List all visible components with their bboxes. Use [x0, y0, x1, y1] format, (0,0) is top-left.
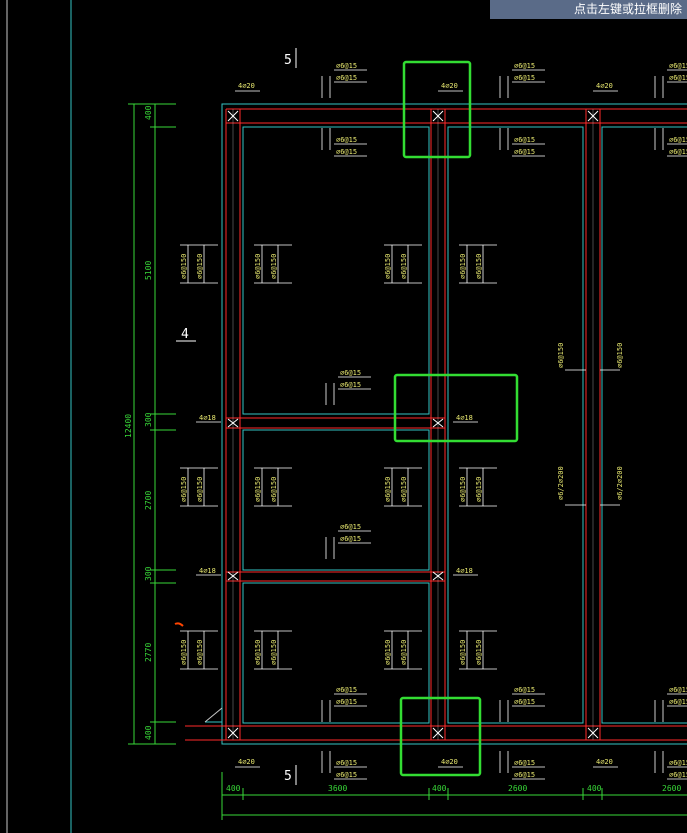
- rebar-label: ⌀6@150: [459, 640, 467, 665]
- beam-grid: [185, 108, 687, 741]
- rebar-label: ⌀6@15: [340, 523, 361, 531]
- dim-v-1: 400: [144, 105, 153, 120]
- rebar-label: ⌀6@15: [669, 136, 687, 144]
- rebar-label: 4⌀20: [596, 758, 613, 766]
- rebar-label: ⌀6@15: [336, 136, 357, 144]
- rebar-label: ⌀6@15: [340, 381, 361, 389]
- rebar-label: ⌀6@15: [514, 698, 535, 706]
- rebar-label: ⌀6@150: [254, 254, 262, 279]
- rebar-label: ⌀6@15: [669, 771, 687, 779]
- rebar-label: ⌀6@150: [475, 477, 483, 502]
- dim-h-6: 2600: [662, 784, 681, 793]
- dim-h-5: 400: [587, 784, 602, 793]
- rebar-label: ⌀6@150: [254, 477, 262, 502]
- rebar-label: ⌀6@150: [384, 640, 392, 665]
- rebar-label: ⌀6@15: [669, 74, 687, 82]
- highlight-box-top[interactable]: [402, 60, 472, 159]
- section-mark-bottom: 5: [284, 769, 292, 784]
- status-tooltip: 点击左键或拉框删除: [490, 0, 687, 19]
- rebar-label: ⌀6@150: [180, 254, 188, 279]
- rebar-label: ⌀6@150: [196, 477, 204, 502]
- rebar-label: ⌀6@150: [254, 640, 262, 665]
- rebar-label: ⌀6@15: [336, 74, 357, 82]
- rebar-label: ⌀6@15: [336, 686, 357, 694]
- dim-v-6: 2770: [144, 643, 153, 662]
- rebar-label: ⌀6@150: [384, 254, 392, 279]
- dim-v-2: 5100: [144, 261, 153, 280]
- rebar-label: ⌀6@15: [669, 759, 687, 767]
- rebar-label: ⌀6@150: [196, 254, 204, 279]
- rebar-label: ⌀6@15: [336, 698, 357, 706]
- rebar-label: ⌀6@150: [270, 254, 278, 279]
- rebar-label: 4⌀18: [199, 414, 216, 422]
- rebar-label: ⌀6@15: [514, 686, 535, 694]
- rebar-label: ⌀6@15: [669, 148, 687, 156]
- rebar-label: ⌀6@15: [669, 698, 687, 706]
- rebar-label: 4⌀18: [456, 567, 473, 575]
- dim-v-3: 300: [144, 412, 153, 427]
- rebar-label: ⌀6@15: [340, 535, 361, 543]
- wall-outlines: [205, 103, 687, 745]
- rebar-label: ⌀6@150: [459, 254, 467, 279]
- rebar-label: ⌀6@15: [669, 62, 687, 70]
- rebar-label: ⌀6@150: [557, 343, 565, 368]
- dim-h-3: 400: [432, 784, 447, 793]
- rebar-label: ⌀6@150: [400, 640, 408, 665]
- rebar-label: ⌀6/2⌀200: [557, 466, 565, 500]
- rebar-label: ⌀6@15: [514, 148, 535, 156]
- rebar-label: ⌀6@150: [270, 640, 278, 665]
- column-markers: [227, 110, 599, 739]
- rebar-label: 4⌀20: [441, 758, 458, 766]
- rebar-label: ⌀6@150: [400, 477, 408, 502]
- selection-highlights[interactable]: [393, 60, 519, 777]
- rebar-label: ⌀6@15: [514, 74, 535, 82]
- dim-v-7: 400: [144, 725, 153, 740]
- rebar-label: 4⌀20: [238, 758, 255, 766]
- rebar-label: ⌀6@15: [336, 148, 357, 156]
- rebar-label: ⌀6@15: [514, 759, 535, 767]
- rebar-annotations: ⌀6@15 ⌀6@15 ⌀6@15 ⌀6@15 ⌀6@15 ⌀6@15 ⌀6@15 ⌀6@15…: [180, 62, 687, 780]
- rebar-label: 4⌀18: [456, 414, 473, 422]
- section-mark-left: 4: [181, 327, 189, 342]
- rebar-label: ⌀6@150: [180, 640, 188, 665]
- rebar-label: ⌀6@15: [514, 136, 535, 144]
- highlight-box-middle[interactable]: [393, 373, 519, 443]
- dim-h-2: 3600: [328, 784, 347, 793]
- vertical-dimension-chain: [128, 103, 176, 745]
- wall-chamfer: [204, 707, 223, 723]
- rebar-label: 4⌀20: [238, 82, 255, 90]
- rebar-label: ⌀6@15: [514, 771, 535, 779]
- rebar-label: ⌀6@150: [196, 640, 204, 665]
- dim-h-1: 400: [226, 784, 241, 793]
- rebar-label: ⌀6@150: [270, 477, 278, 502]
- section-mark-top: 5: [284, 53, 292, 68]
- rebar-label: ⌀6@15: [336, 62, 357, 70]
- rebar-label: ⌀6@15: [514, 62, 535, 70]
- dim-v-total: 12400: [124, 414, 133, 438]
- rebar-label: 4⌀20: [596, 82, 613, 90]
- rebar-label: ⌀6/2⌀200: [616, 466, 624, 500]
- rebar-label: 4⌀20: [441, 82, 458, 90]
- highlight-box-bottom[interactable]: [399, 696, 482, 777]
- dim-v-4: 2700: [144, 491, 153, 510]
- rebar-label: ⌀6@15: [336, 771, 357, 779]
- beam-centerlines: [232, 109, 594, 740]
- horizontal-dimension-chain: [221, 772, 687, 820]
- rebar-label: ⌀6@150: [616, 343, 624, 368]
- rebar-label: ⌀6@15: [340, 369, 361, 377]
- dim-v-5: 300: [144, 566, 153, 581]
- rebar-label: ⌀6@150: [475, 640, 483, 665]
- rebar-label: ⌀6@15: [669, 686, 687, 694]
- rebar-label: ⌀6@150: [400, 254, 408, 279]
- rebar-label: ⌀6@150: [384, 477, 392, 502]
- rebar-label: 4⌀18: [199, 567, 216, 575]
- red-marker: [174, 622, 184, 627]
- rebar-label: ⌀6@150: [459, 477, 467, 502]
- rebar-label: ⌀6@15: [336, 759, 357, 767]
- rebar-label: ⌀6@150: [475, 254, 483, 279]
- dim-h-4: 2600: [508, 784, 527, 793]
- rebar-label: ⌀6@150: [180, 477, 188, 502]
